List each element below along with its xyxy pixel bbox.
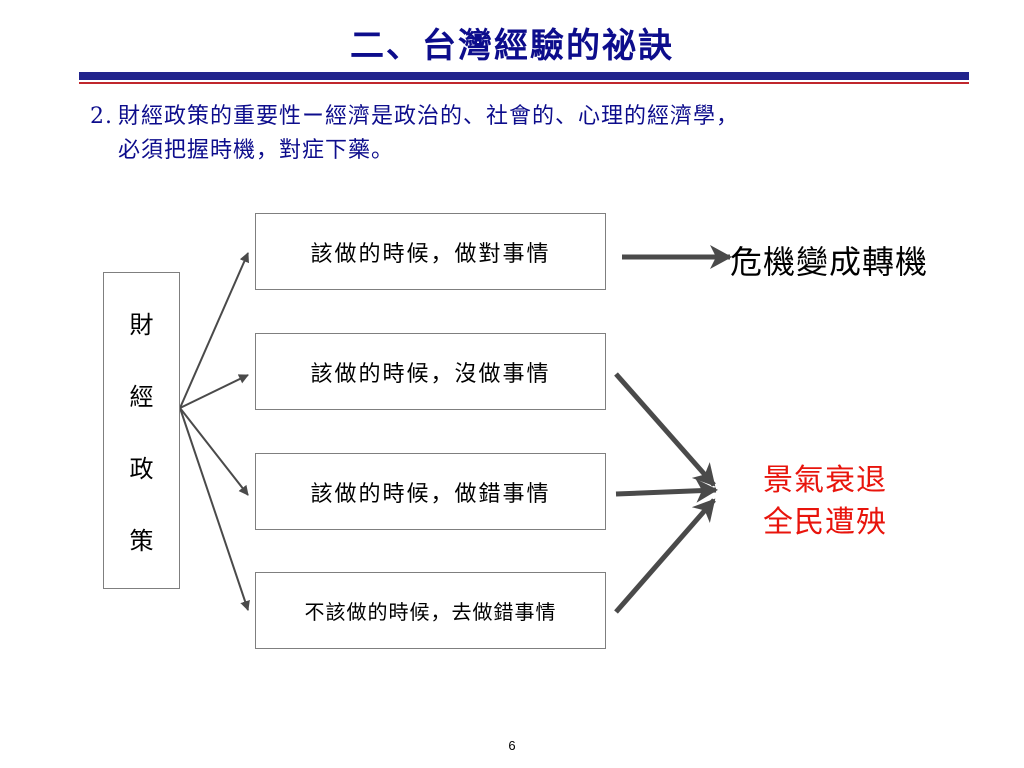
title-rule-thick [79,72,969,80]
title-rule-thin [79,82,969,84]
fiscal-policy-char-2: 經 [129,383,154,412]
fiscal-policy-char-3: 政 [129,454,154,483]
bad-outcome-arrow-2 [615,478,718,503]
point-number: 2. [90,104,113,129]
outcome-good: 危機變成轉機 [730,243,929,281]
bad-outcome-arrow-3 [614,498,716,614]
fiscal-policy-char-1: 財 [129,311,154,340]
outcome-bad-line-2: 全民遭殃 [763,505,887,540]
option-box-wrong-time-wrong-action: 不該做的時候，去做錯事情 [255,572,606,649]
option-box-right-time-right-action: 該做的時候，做對事情 [255,213,606,290]
branch-arrow-4 [179,407,250,611]
bad-outcome-arrow-1 [614,372,716,487]
fiscal-policy-box: 財 經 政 策 [103,272,180,589]
slide-title: 二、台灣經驗的祕訣 [350,26,674,66]
fiscal-policy-char-4: 策 [129,526,154,555]
point-text: 2.財經政策的重要性ー經濟是政治的、社會的、心理的經濟學， 必須把握時機，對症下… [90,100,970,168]
outcome-bad-line-1: 景氣衰退 [763,463,887,498]
page-number: 6 [508,738,516,753]
point-line-1: 財經政策的重要性ー經濟是政治的、社會的、心理的經濟學， [118,104,740,129]
option-box-right-time-wrong-action: 該做的時候，做錯事情 [255,453,606,530]
branch-arrow-2 [179,374,249,409]
point-line-2: 必須把握時機，對症下藥。 [118,138,395,163]
branch-arrow-3 [179,407,249,496]
option-box-right-time-no-action: 該做的時候，沒做事情 [255,333,606,410]
outcome-bad: 景氣衰退 全民遭殃 [740,460,910,544]
branch-arrow-1 [179,252,249,409]
